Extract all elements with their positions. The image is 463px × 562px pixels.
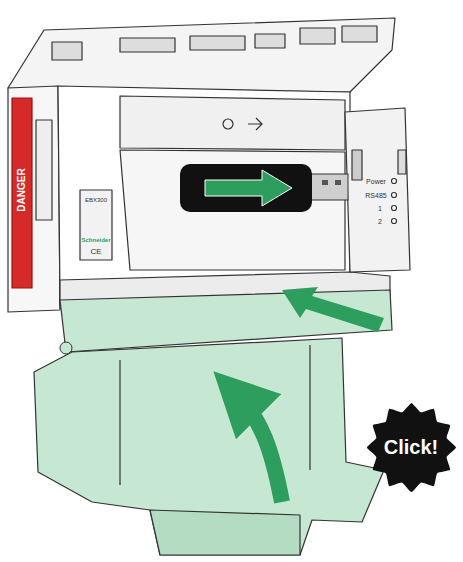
led-label: RS485 bbox=[365, 192, 386, 199]
rating-label bbox=[80, 190, 112, 260]
end-cap bbox=[8, 86, 60, 312]
top-connectors bbox=[52, 26, 377, 60]
usb-port bbox=[352, 150, 362, 180]
led-label: Power bbox=[366, 178, 386, 185]
led-label: 2 bbox=[378, 218, 382, 225]
rotate-arrow bbox=[236, 394, 282, 502]
arrow-icon bbox=[248, 118, 262, 130]
usb-stick bbox=[180, 164, 312, 212]
usb-cover-area bbox=[120, 150, 345, 270]
cover-rib bbox=[309, 345, 310, 470]
cover-rib bbox=[119, 360, 120, 485]
callout-text: Click! bbox=[384, 437, 438, 457]
usb-plug bbox=[308, 174, 348, 200]
status-leds bbox=[392, 179, 397, 224]
housing-top bbox=[8, 18, 395, 92]
click-starburst: Click! bbox=[366, 402, 457, 493]
model-label: EBX300 bbox=[85, 197, 107, 203]
cover bbox=[34, 338, 384, 555]
housing-front bbox=[58, 86, 350, 300]
right-module bbox=[345, 108, 410, 272]
button bbox=[398, 150, 406, 174]
insert-arrow bbox=[205, 170, 292, 206]
usb-contact bbox=[335, 180, 341, 185]
wireless-icon bbox=[223, 119, 233, 129]
danger-label: DANGER bbox=[17, 168, 27, 211]
danger-band bbox=[12, 98, 32, 288]
upper-panel bbox=[120, 96, 345, 150]
starburst-outline bbox=[366, 402, 455, 491]
cover-lip bbox=[150, 510, 300, 555]
brand-label: Schneider bbox=[81, 237, 110, 243]
led-label: 1 bbox=[378, 205, 382, 212]
usb-contact bbox=[322, 180, 328, 185]
warning-text-area bbox=[36, 120, 52, 220]
ce-mark: CE bbox=[90, 248, 101, 256]
push-arrow bbox=[282, 287, 384, 332]
hinge bbox=[60, 342, 72, 354]
